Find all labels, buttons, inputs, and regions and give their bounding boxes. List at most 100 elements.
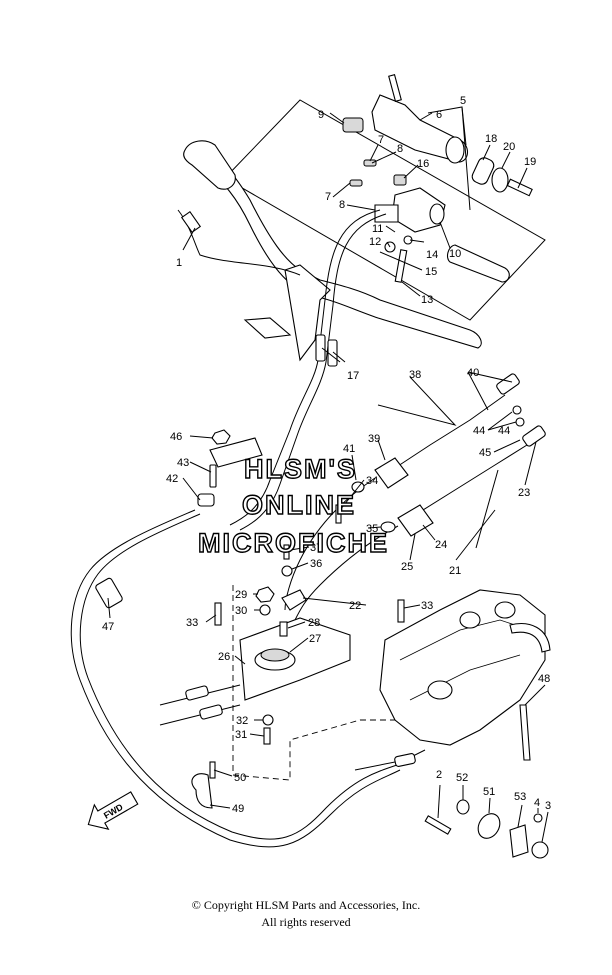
callout-7a: 7 bbox=[378, 134, 384, 146]
callout-27: 27 bbox=[309, 633, 321, 645]
callout-20: 20 bbox=[503, 141, 515, 153]
callout-3: 3 bbox=[545, 800, 551, 812]
cable-lower-24 bbox=[294, 525, 399, 621]
callout-28: 28 bbox=[308, 617, 320, 629]
screw-31 bbox=[263, 727, 271, 745]
callout-39: 39 bbox=[368, 433, 380, 445]
callout-37: 37 bbox=[310, 542, 322, 554]
screw-4 bbox=[533, 813, 543, 823]
callout-42: 42 bbox=[166, 473, 178, 485]
callout-44b: 44 bbox=[498, 425, 510, 437]
cable-38 bbox=[394, 394, 506, 469]
callout-25: 25 bbox=[401, 561, 413, 573]
callout-2: 2 bbox=[436, 769, 442, 781]
callout-19: 19 bbox=[524, 156, 536, 168]
disc-51 bbox=[477, 813, 501, 839]
cable-adjuster-17b bbox=[327, 339, 338, 367]
left-grip bbox=[183, 140, 236, 190]
washer-44a bbox=[512, 405, 522, 415]
ring-35 bbox=[380, 521, 396, 533]
rights-reserved-notice: All rights reserved bbox=[261, 915, 351, 929]
callout-21: 21 bbox=[449, 565, 461, 577]
callout-29: 29 bbox=[235, 589, 247, 601]
callout-5: 5 bbox=[460, 95, 466, 107]
cable-1-end bbox=[180, 210, 202, 234]
throttle-bore bbox=[445, 136, 465, 164]
right-grip bbox=[446, 244, 510, 283]
callout-26: 26 bbox=[218, 651, 230, 663]
callout-32: 32 bbox=[236, 715, 248, 727]
cable-end-a bbox=[185, 685, 209, 701]
nut-46 bbox=[211, 429, 231, 445]
bolt-13 bbox=[394, 249, 408, 283]
washer-32 bbox=[262, 714, 274, 726]
throttle-cable-a bbox=[229, 209, 381, 526]
callout-18: 18 bbox=[485, 133, 497, 145]
screw-43 bbox=[209, 464, 217, 488]
callout-1: 1 bbox=[176, 257, 182, 269]
callout-17: 17 bbox=[347, 370, 359, 382]
throttle-cable-b bbox=[239, 213, 387, 531]
callout-35: 35 bbox=[366, 523, 378, 535]
callout-11: 11 bbox=[372, 223, 383, 235]
cable-sleeve-47 bbox=[95, 577, 123, 609]
washer-44b bbox=[515, 417, 525, 427]
clip-16 bbox=[393, 174, 407, 186]
bolt-2 bbox=[424, 815, 452, 835]
callout-33a: 33 bbox=[186, 617, 198, 629]
cable-bracket bbox=[209, 437, 263, 468]
cable-end-fitting bbox=[374, 204, 399, 223]
zip-tie-48 bbox=[519, 704, 531, 761]
end-fitting-40 bbox=[496, 373, 520, 395]
long-cable-47 bbox=[70, 509, 401, 848]
engine-port-c bbox=[427, 680, 453, 700]
callout-36: 36 bbox=[310, 558, 322, 570]
callout-30: 30 bbox=[235, 605, 247, 617]
callout-43: 43 bbox=[177, 457, 189, 469]
callout-45: 45 bbox=[479, 447, 491, 459]
plate-53 bbox=[509, 824, 529, 858]
callout-15: 15 bbox=[425, 266, 437, 278]
end-fitting-23 bbox=[522, 425, 546, 447]
clamp-piece-9 bbox=[342, 117, 364, 133]
callout-16: 16 bbox=[417, 158, 429, 170]
callout-40: 40 bbox=[467, 367, 479, 379]
washer-20 bbox=[491, 167, 509, 193]
callout-24: 24 bbox=[435, 539, 447, 551]
callout-48: 48 bbox=[538, 673, 550, 685]
callout-53: 53 bbox=[514, 791, 526, 803]
cam-27-top bbox=[260, 648, 290, 662]
fwd-direction-arrow: FWD bbox=[87, 791, 139, 830]
callout-8a: 8 bbox=[397, 143, 403, 155]
callout-49: 49 bbox=[232, 803, 244, 815]
cap-3 bbox=[531, 841, 549, 859]
engine-cable-end bbox=[394, 753, 416, 767]
pin-37 bbox=[283, 544, 290, 560]
engine-block bbox=[379, 589, 546, 746]
cable-adjuster-17a bbox=[315, 334, 326, 362]
engine-port-b bbox=[494, 601, 516, 619]
callout-22: 22 bbox=[349, 600, 361, 612]
callout-46: 46 bbox=[170, 431, 182, 443]
callout-6: 6 bbox=[436, 109, 442, 121]
clamp-49 bbox=[191, 773, 213, 809]
callout-14: 14 bbox=[426, 249, 438, 261]
cable-21 bbox=[414, 439, 536, 516]
lever-22 bbox=[281, 589, 307, 611]
callout-31: 31 bbox=[235, 729, 247, 741]
callout-33b: 33 bbox=[421, 600, 433, 612]
callout-7b: 7 bbox=[325, 191, 331, 203]
callout-10: 10 bbox=[449, 248, 461, 260]
callout-12: 12 bbox=[369, 236, 381, 248]
bolt-28 bbox=[279, 621, 288, 637]
callout-13: 13 bbox=[421, 294, 433, 306]
washer-30 bbox=[259, 604, 271, 616]
lever-pivot bbox=[429, 203, 445, 225]
adjuster-24 bbox=[397, 504, 434, 537]
callout-labels: 1 2 3 4 5 6 7 7 8 8 9 10 11 12 13 14 15 … bbox=[102, 95, 551, 815]
callout-38: 38 bbox=[409, 369, 421, 381]
copyright-notice: © Copyright HLSM Parts and Accessories, … bbox=[191, 898, 421, 912]
handlebar-mount-plane bbox=[224, 99, 546, 321]
engine-port-a bbox=[459, 611, 481, 629]
